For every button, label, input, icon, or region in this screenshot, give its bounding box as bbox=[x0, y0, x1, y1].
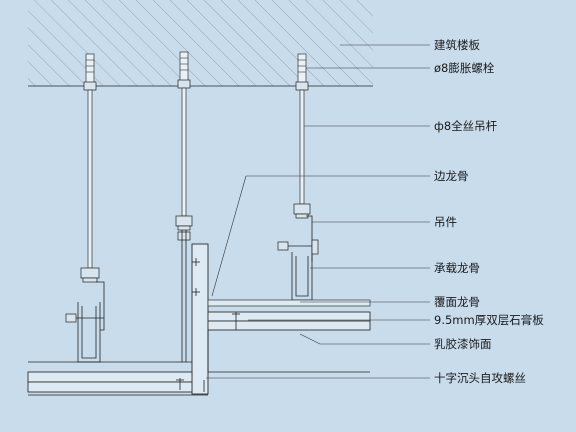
hanger-rod-right bbox=[293, 53, 311, 219]
right-keel-assembly bbox=[277, 215, 319, 301]
edge-keel-assembly bbox=[177, 230, 209, 395]
leader-lines bbox=[206, 44, 430, 379]
component-labels: 建筑楼板 ø8膨胀螺栓 ф8全丝吊杆 边龙骨 吊件 承载龙骨 覆面龙骨 9.5m… bbox=[434, 38, 544, 385]
upper-gypsum-board bbox=[207, 299, 371, 373]
label-threaded-rod: ф8全丝吊杆 bbox=[434, 119, 498, 133]
label-expansion-bolt: ø8膨胀螺栓 bbox=[434, 61, 495, 75]
label-floor-slab: 建筑楼板 bbox=[434, 38, 480, 52]
label-latex-paint: 乳胶漆饰面 bbox=[434, 337, 492, 351]
label-cover-keel: 覆面龙骨 bbox=[434, 295, 480, 309]
label-gypsum-board: 9.5mm厚双层石膏板 bbox=[434, 313, 544, 327]
lower-gypsum-board bbox=[27, 361, 208, 396]
floor-slab bbox=[28, 0, 373, 87]
hanger-rod-left bbox=[80, 53, 100, 283]
label-main-keel: 承载龙骨 bbox=[434, 261, 480, 275]
label-edge-keel: 边龙骨 bbox=[434, 169, 469, 183]
left-keel-assembly bbox=[65, 281, 105, 363]
label-screw: 十字沉头自攻螺丝 bbox=[434, 371, 526, 385]
label-hanger: 吊件 bbox=[434, 215, 457, 229]
hanger-rod-middle bbox=[175, 51, 193, 231]
